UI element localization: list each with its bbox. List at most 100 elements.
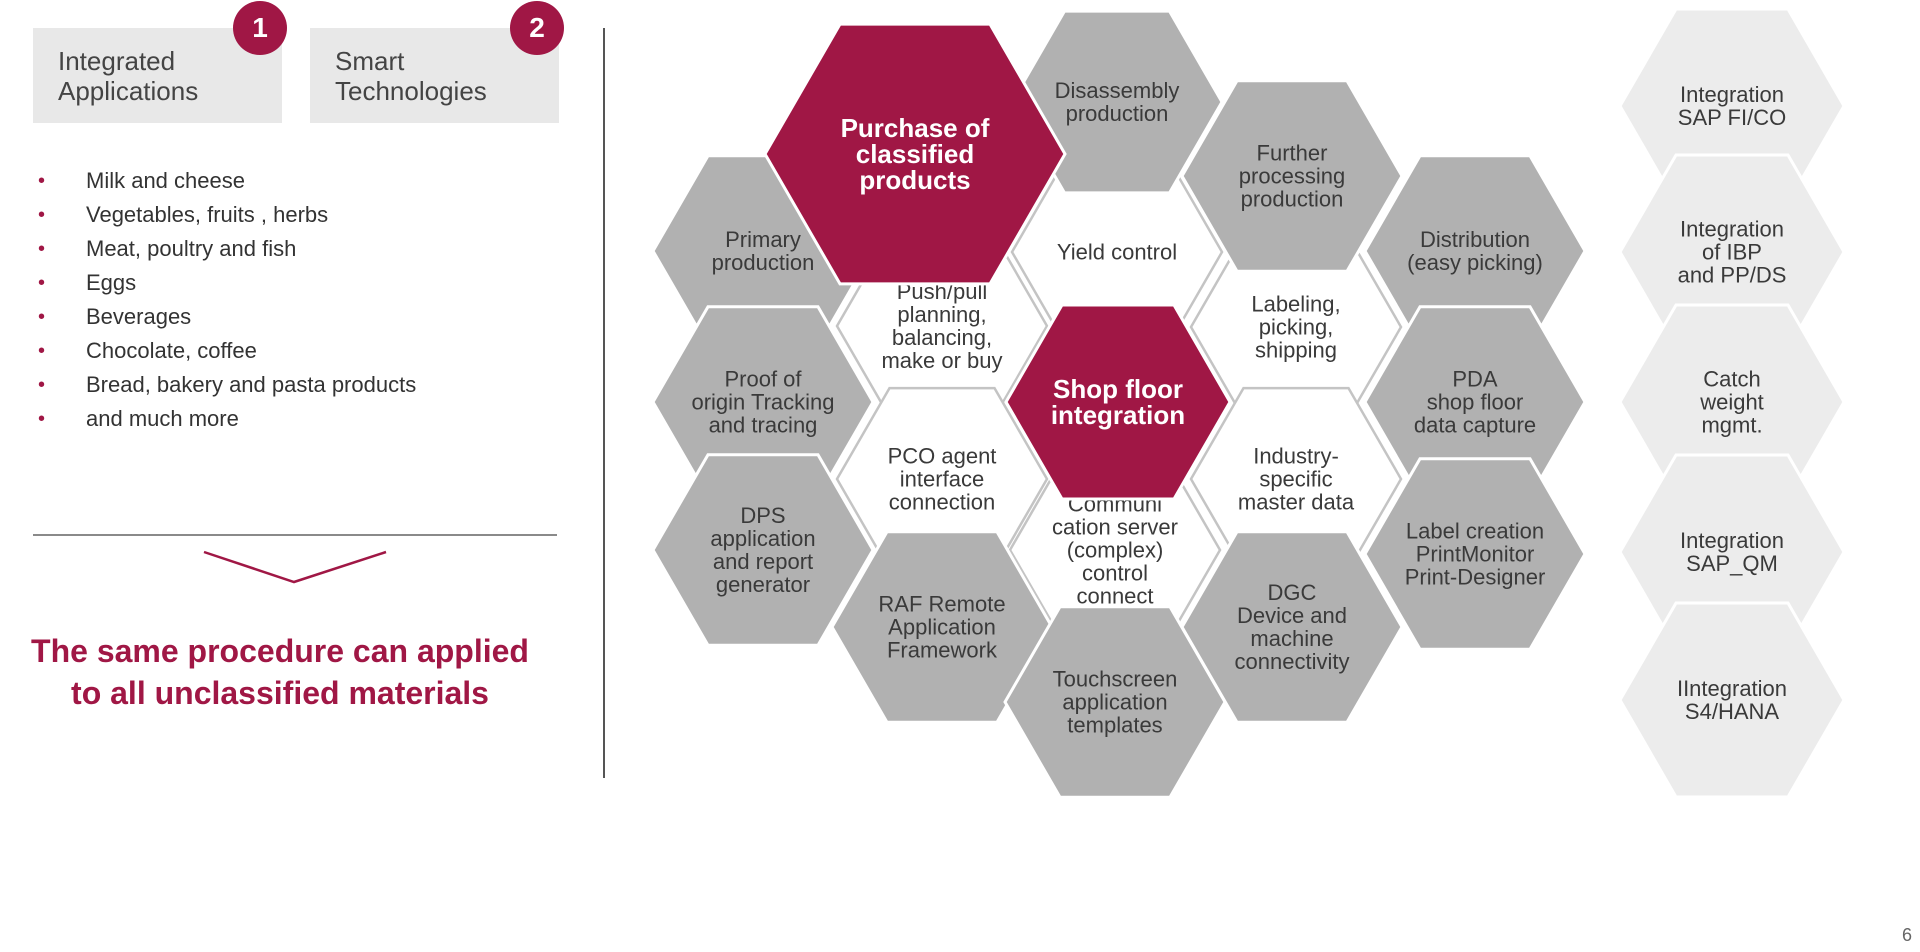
hex-distribution: Distribution(easy picking) <box>1363 154 1587 348</box>
hexagon-label: and report <box>713 549 813 574</box>
hexagon-label: DGC <box>1268 580 1317 605</box>
hexagon-label: RAF Remote <box>878 592 1005 617</box>
hexagon-label: machine <box>1250 626 1333 651</box>
hexagon-label: connection <box>889 490 995 515</box>
hexagon-label: mgmt. <box>1701 413 1762 438</box>
hexagon-shape <box>651 453 875 647</box>
list-item: •Beverages <box>34 300 416 334</box>
hexagon-label: Label creation <box>1406 519 1544 544</box>
hexagon-label: master data <box>1238 490 1355 515</box>
hexagon-label: integration <box>1051 400 1185 430</box>
bullet-icon: • <box>38 170 46 192</box>
hexagon-label: Distribution <box>1420 227 1530 252</box>
hexagon-label: production <box>712 250 815 275</box>
bullet-icon: • <box>38 272 46 294</box>
hexagon-label: production <box>1066 101 1169 126</box>
hexagon-label: balancing, <box>892 325 992 350</box>
hexagon-label: Proof of <box>724 367 802 392</box>
divider-vertical <box>603 28 605 778</box>
hexagon-shape <box>1180 79 1404 273</box>
chevron-down-icon <box>203 550 387 584</box>
hexagon-label: Yield control <box>1057 240 1177 265</box>
bullet-icon: • <box>38 340 46 362</box>
hexagon-label: interface <box>900 467 984 492</box>
list-item: •Bread, bakery and pasta products <box>34 368 416 402</box>
bullet-icon: • <box>38 374 46 396</box>
hexagon-label: products <box>859 165 970 195</box>
hexagon-label: make or buy <box>881 348 1002 373</box>
hexagon-label: Integration <box>1680 217 1784 242</box>
hexagon-label: Device and <box>1237 603 1347 628</box>
hexagon-shape <box>1010 9 1224 195</box>
hexagon-label: origin Tracking <box>691 390 834 415</box>
hexagon-label: and PP/DS <box>1678 263 1787 288</box>
hexagon-label: shop floor <box>1427 390 1524 415</box>
hexagon-shape <box>1003 605 1227 799</box>
list-item: •Vegetables, fruits , herbs <box>34 198 416 232</box>
number-badge-2: 2 <box>510 1 564 55</box>
hexagon-label: IIntegration <box>1677 676 1787 701</box>
hexagon-label: Integration <box>1680 82 1784 107</box>
hexagon-label: Purchase of <box>841 113 990 143</box>
tab-smart-technologies[interactable]: Smart Technologies 2 <box>310 1 564 123</box>
list-item: •Eggs <box>34 266 416 300</box>
tab-smart-technologies-label: Smart Technologies <box>335 46 487 106</box>
number-badge-1: 1 <box>233 1 287 55</box>
hexagon-label: connect <box>1076 584 1153 609</box>
bullet-icon: • <box>38 204 46 226</box>
hexagon-label: Touchscreen <box>1053 667 1178 692</box>
hexagon-label: Industry- <box>1253 444 1339 469</box>
hexagon-label: application <box>710 526 815 551</box>
hexagon-label: PrintMonitor <box>1416 542 1535 567</box>
hexagon-label: production <box>1241 187 1344 212</box>
hexagon-label: control <box>1082 561 1148 586</box>
hexagon-label: generator <box>716 572 810 597</box>
bullet-icon: • <box>38 306 46 328</box>
hexagon-label: of IBP <box>1702 240 1762 265</box>
hexagon-label: Shop floor <box>1053 374 1183 404</box>
hexagon-label: S4/HANA <box>1685 699 1779 724</box>
hexagon-label: (easy picking) <box>1407 250 1543 275</box>
conclusion-text: The same procedure can applied to all un… <box>31 633 529 711</box>
hexagon-label: PCO agent <box>888 444 997 469</box>
divider-horizontal <box>33 534 557 536</box>
hexagon-label: Print-Designer <box>1405 565 1546 590</box>
hexagon-label: Labeling, <box>1251 292 1340 317</box>
hexagon-label: Application <box>888 615 996 640</box>
hexagon-label: shipping <box>1255 338 1337 363</box>
hexagon-label: templates <box>1067 713 1162 738</box>
bullet-icon: • <box>38 408 46 430</box>
hexagon-label: Disassembly <box>1055 78 1180 103</box>
page-number: 6 <box>1901 925 1912 945</box>
hexagon-label: Catch <box>1703 367 1760 392</box>
hexagon-label: Primary <box>725 227 801 252</box>
hexagon-label: specific <box>1259 467 1332 492</box>
list-item: •and much more <box>34 402 416 436</box>
hexagon-label: Integration <box>1680 528 1784 553</box>
product-list: •Milk and cheese •Vegetables, fruits , h… <box>34 164 416 436</box>
list-item: •Chocolate, coffee <box>34 334 416 368</box>
hexagon-label: Further <box>1257 141 1328 166</box>
hexagon-shape <box>1363 457 1587 651</box>
tab-integrated-applications[interactable]: Integrated Applications 1 <box>33 1 287 123</box>
tab-integrated-applications-label: Integrated Applications <box>58 46 199 106</box>
bullet-icon: • <box>38 238 46 260</box>
hexagon-label: data capture <box>1414 413 1536 438</box>
hexagon-label: SAP FI/CO <box>1678 105 1786 130</box>
